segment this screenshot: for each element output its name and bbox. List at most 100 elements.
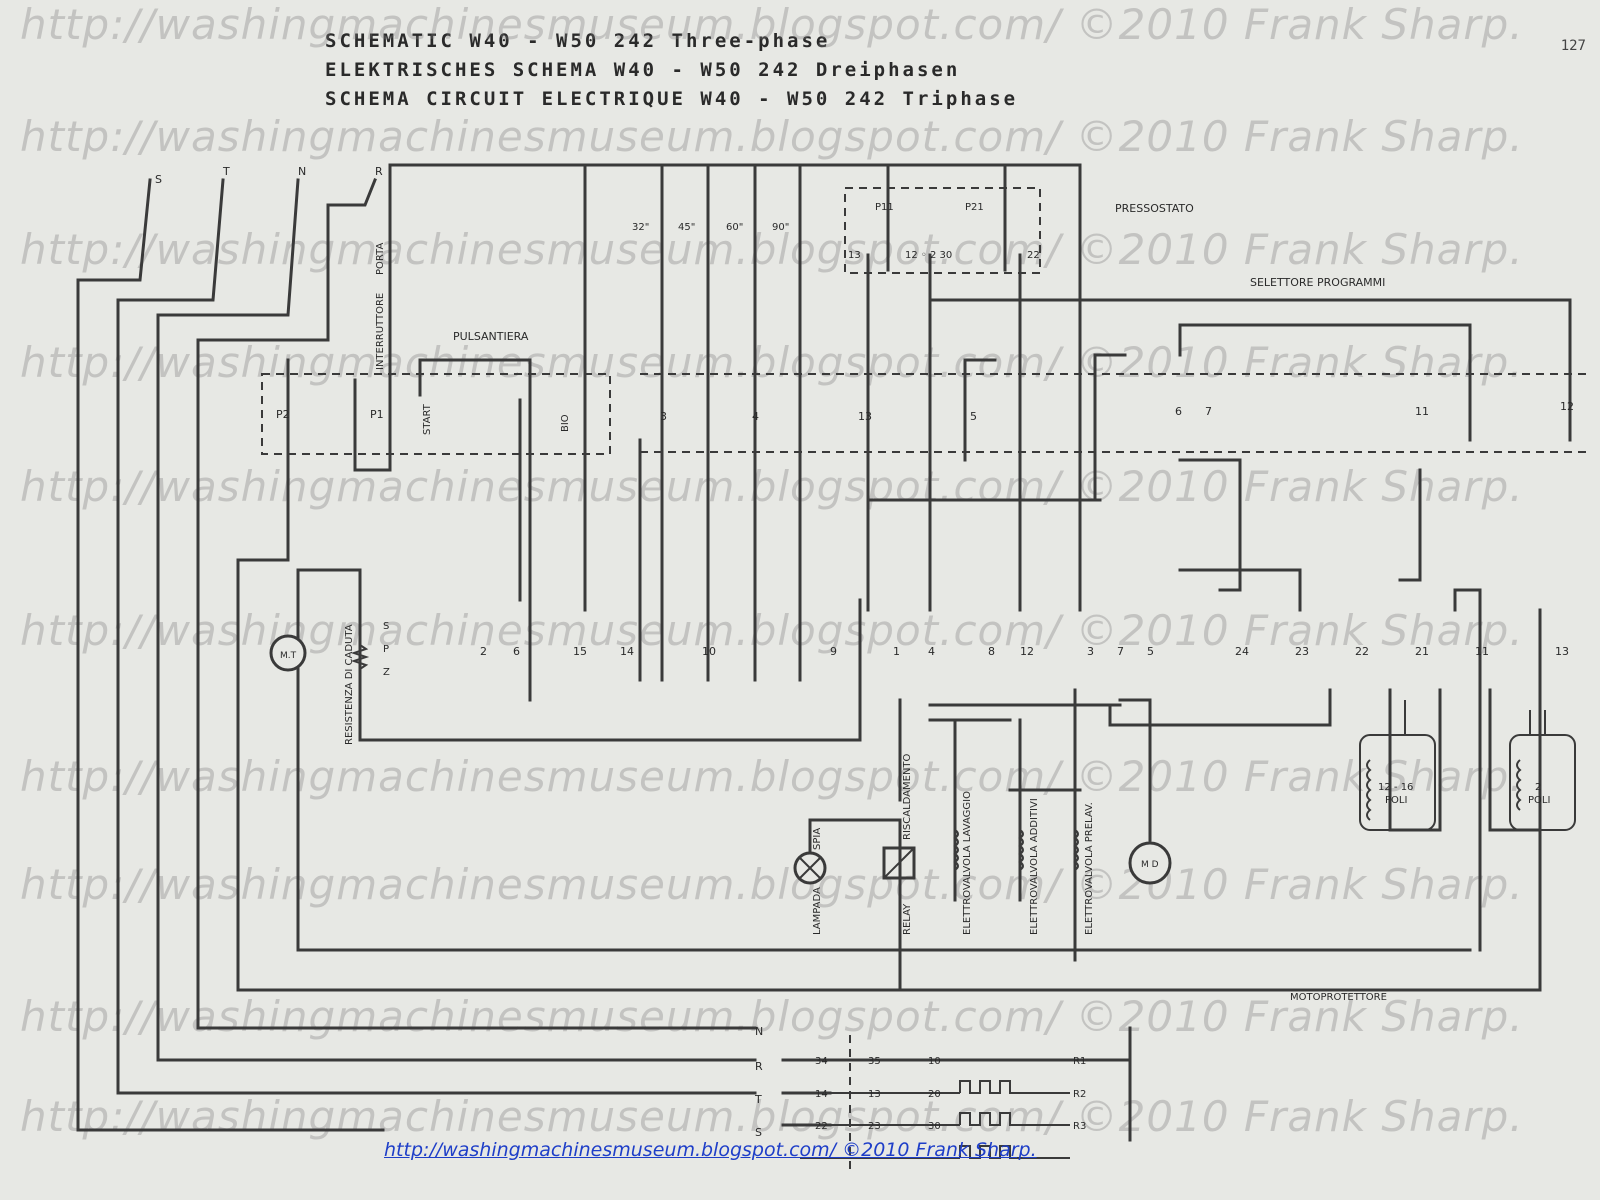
terminal-label: 35 — [868, 1056, 881, 1067]
label-bio: BIO — [560, 414, 571, 432]
label-poli: POLI — [1528, 795, 1550, 806]
coil-lavaggio-icon — [953, 829, 959, 871]
heater-r3-icon — [959, 1145, 1070, 1159]
label-start: START — [422, 403, 433, 435]
label-p2: P2 — [276, 408, 290, 421]
label-p21: P21 — [965, 202, 984, 213]
label-c12-230: 12 ◦ 2 30 — [905, 250, 952, 261]
contact-label: 6 — [513, 645, 520, 658]
terminal-label: 20 — [928, 1089, 941, 1100]
label-pulsantiera: PULSANTIERA — [453, 330, 529, 343]
label-spia: SPIA — [812, 828, 823, 850]
label-p: P — [383, 644, 389, 655]
label-poli: POLI — [1385, 795, 1407, 806]
title-english: SCHEMATIC W40 - W50 242 Three-phase — [325, 30, 831, 52]
label-resistenza: RESISTENZA DI CADUTA — [344, 624, 355, 745]
label-lampada: LAMPADA — [812, 887, 823, 935]
coil-additivi-icon — [1018, 829, 1024, 871]
contact-label: 10 — [702, 645, 716, 658]
contact-label: 8 — [988, 645, 995, 658]
contact-label: 4 — [752, 410, 759, 423]
motor-md-icon — [1128, 841, 1172, 885]
label-z: Z — [383, 667, 390, 678]
contact-label: 12 — [1020, 645, 1034, 658]
label-p1: P1 — [370, 408, 384, 421]
label-timer-32: 32" — [632, 222, 649, 233]
contact-label: 22 — [1355, 645, 1369, 658]
label-motoprotettore: MOTOPROTETTORE — [1290, 992, 1387, 1003]
label-poli-12-16: 12 - 16 — [1378, 782, 1413, 793]
label-poli-2: 2 — [1535, 782, 1541, 793]
contact-label: 7 — [1205, 405, 1212, 418]
label-bottom-r: R — [755, 1060, 763, 1073]
label-ev-lavaggio: ELETTROVALVOLA LAVAGGIO — [962, 791, 973, 935]
terminal-label: 34 — [815, 1056, 828, 1067]
contact-label: 4 — [928, 645, 935, 658]
contact-label: 3 — [1087, 645, 1094, 658]
label-porta: PORTA — [375, 243, 386, 275]
label-supply-r: R — [375, 165, 383, 178]
label-riscaldamento: RISCALDAMENTO — [902, 753, 913, 840]
title-french: SCHEMA CIRCUIT ELECTRIQUE W40 - W50 242 … — [325, 88, 1019, 110]
contact-label: 7 — [1117, 645, 1124, 658]
label-supply-s: S — [155, 173, 162, 186]
resistor-icon — [350, 644, 370, 670]
label-mt: M.T — [280, 651, 297, 661]
wire-s — [76, 178, 385, 1132]
terminal-label: 10 — [928, 1056, 941, 1067]
motor-mt-icon — [269, 634, 307, 672]
terminal-label: 30 — [928, 1121, 941, 1132]
label-p11: P11 — [875, 202, 894, 213]
coil-prelav-icon — [1073, 829, 1079, 871]
contact-label: 11 — [1475, 645, 1489, 658]
contact-label: 21 — [1415, 645, 1429, 658]
label-timer-90: 90" — [772, 222, 789, 233]
contact-label: 2 — [480, 645, 487, 658]
label-ev-prelav: ELETTROVALVOLA PRELAV. — [1084, 802, 1095, 935]
footer-source-link[interactable]: http://washingmachinesmuseum.blogspot.co… — [384, 1139, 1037, 1161]
motor-winding-2-icon — [1516, 759, 1522, 811]
contact-label: 5 — [1147, 645, 1154, 658]
label-timer-45: 45" — [678, 222, 695, 233]
pulsantiera-box — [261, 373, 611, 455]
label-supply-t: T — [222, 165, 230, 178]
terminal-label: 13 — [868, 1089, 881, 1100]
contact-label: 13 — [858, 410, 872, 423]
contact-label: 14 — [620, 645, 634, 658]
contact-label: 6 — [1175, 405, 1182, 418]
contact-label: 15 — [573, 645, 587, 658]
label-timer-60: 60" — [726, 222, 743, 233]
label-bottom-t: T — [754, 1093, 762, 1106]
label-ev-additivi: ELETTROVALVOLA ADDITIVI — [1029, 798, 1040, 935]
relay-icon — [882, 846, 916, 880]
contact-label: 9 — [830, 645, 837, 658]
label-supply-n: N — [298, 165, 306, 178]
terminal-label: 14 — [815, 1089, 828, 1100]
contact-label: 5 — [970, 410, 977, 423]
contact-label: 1 — [893, 645, 900, 658]
wire-t — [116, 178, 757, 1095]
label-selettore: SELETTORE PROGRAMMI — [1250, 276, 1385, 289]
label-relay: RELAY — [902, 903, 913, 935]
contact-label: 23 — [1295, 645, 1309, 658]
label-bottom-n: N — [755, 1025, 763, 1038]
label-c13: 13 — [848, 250, 861, 261]
wire-r — [196, 178, 757, 1030]
terminal-label: 22 — [815, 1121, 828, 1132]
label-interruttore: INTERRUTTORE — [375, 293, 386, 370]
terminal-label: R3 — [1073, 1121, 1086, 1132]
contact-label: 12 — [1560, 400, 1574, 413]
contact-label: 3 — [660, 410, 667, 423]
terminal-label: R2 — [1073, 1089, 1086, 1100]
page-number: 127 — [1560, 38, 1586, 54]
heater-r2-icon — [959, 1112, 1070, 1126]
wire-n — [156, 178, 757, 1062]
label-c22: 22 — [1027, 250, 1040, 261]
terminal-label: 23 — [868, 1121, 881, 1132]
title-german: ELEKTRISCHES SCHEMA W40 - W50 242 Dreiph… — [325, 59, 961, 81]
contact-label: 13 — [1555, 645, 1569, 658]
terminal-label: R1 — [1073, 1056, 1086, 1067]
motor-winding-12-16-icon — [1366, 759, 1372, 821]
